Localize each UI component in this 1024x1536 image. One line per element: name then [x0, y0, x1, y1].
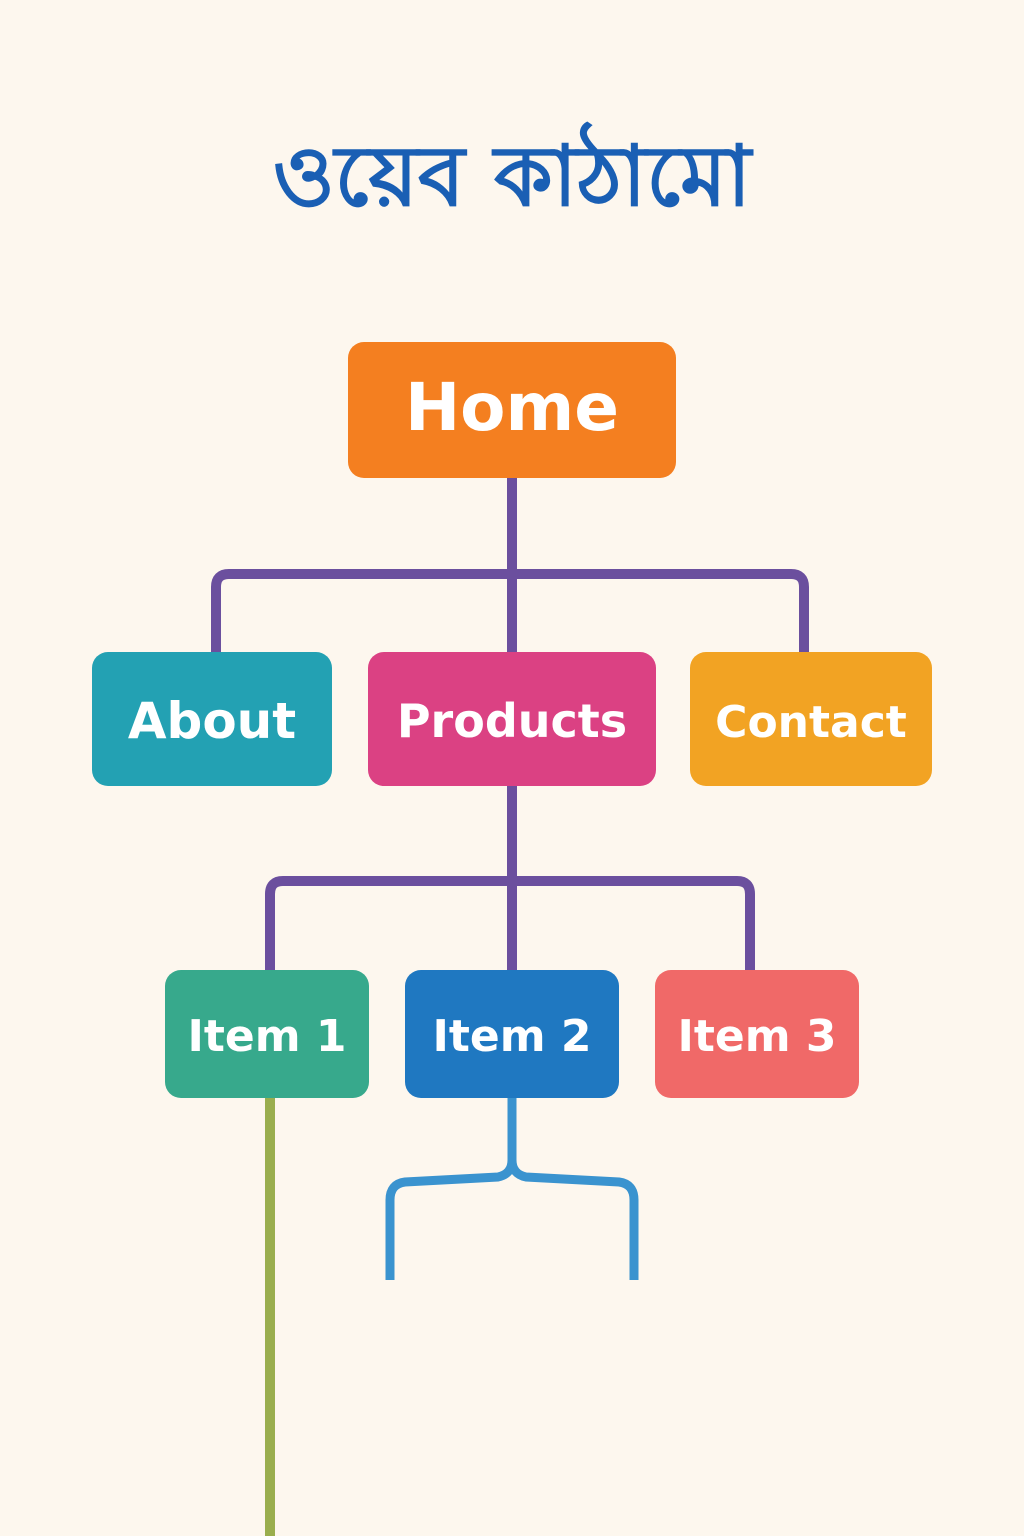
node-products-box: [368, 652, 656, 786]
node-contact-box: [690, 652, 932, 786]
connector-level-2-bar: [265, 876, 755, 972]
node-products-label: Products: [397, 694, 627, 748]
node-contact-label: Contact: [715, 697, 907, 748]
connectors-level-2: [265, 784, 755, 972]
node-item-1-label: Item 1: [187, 1011, 346, 1062]
connectors-level-1: [211, 471, 809, 661]
page-title: ওয়েব কাঠামো: [273, 121, 754, 225]
node-item-3-box: [655, 970, 859, 1098]
node-products[interactable]: Products: [368, 652, 656, 786]
node-item-1[interactable]: Item 1: [165, 970, 369, 1098]
node-item-2[interactable]: Item 2: [405, 970, 619, 1098]
connector-level-1-bar: [211, 569, 809, 656]
node-about[interactable]: About: [92, 652, 332, 786]
node-home[interactable]: Home: [348, 342, 676, 478]
connector-item1-branch: [265, 1096, 275, 1536]
node-home-label: Home: [405, 369, 619, 446]
node-item-2-box: [405, 970, 619, 1098]
connector-item2-branch: [385, 1096, 639, 1280]
node-item-3-label: Item 3: [677, 1011, 836, 1062]
node-contact[interactable]: Contact: [690, 652, 932, 786]
node-item-2-label: Item 2: [432, 1011, 591, 1062]
node-item-3[interactable]: Item 3: [655, 970, 859, 1098]
node-about-box: [92, 652, 332, 786]
node-home-box: [348, 342, 676, 478]
node-item-1-box: [165, 970, 369, 1098]
node-about-label: About: [128, 692, 296, 750]
